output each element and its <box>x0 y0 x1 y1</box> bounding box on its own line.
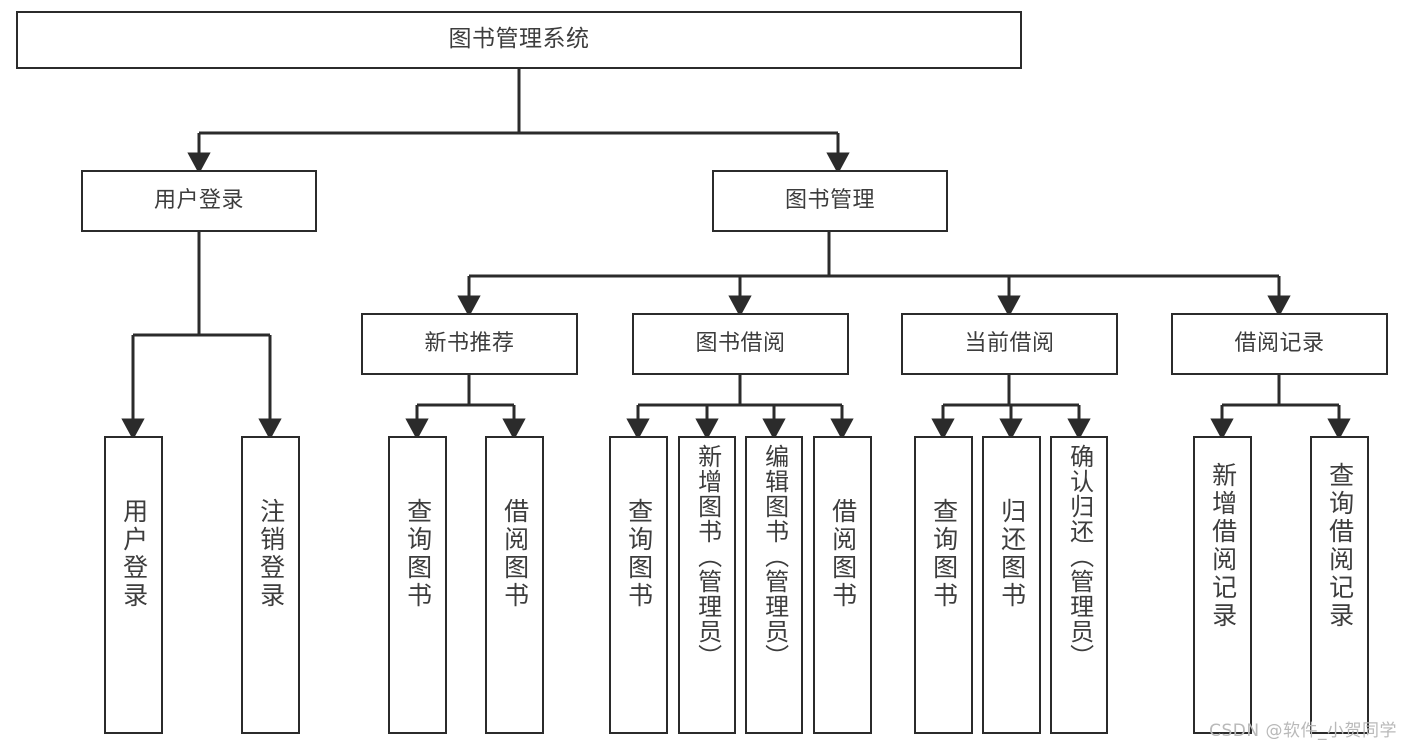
node-borrow-record-label: 借阅记录 <box>1234 330 1325 356</box>
node-new-book-rec-label: 新书推荐 <box>424 330 515 356</box>
node-user-login[interactable]: 用户登录 <box>81 170 317 232</box>
leaf-edit-book-label: 编辑图书（管理员） <box>760 444 789 669</box>
leaf-add-record[interactable]: 新增借阅记录 <box>1193 436 1252 734</box>
node-book-manage-label: 图书管理 <box>784 187 875 213</box>
node-current-borrow[interactable]: 当前借阅 <box>901 313 1118 375</box>
leaf-query-record[interactable]: 查询借阅记录 <box>1310 436 1369 734</box>
node-root[interactable]: 图书管理系统 <box>16 11 1022 69</box>
leaf-confirm-return-label: 确认归还（管理员） <box>1065 444 1094 669</box>
node-book-manage[interactable]: 图书管理 <box>712 170 948 232</box>
leaf-query-book-1[interactable]: 查询图书 <box>388 436 447 734</box>
leaf-add-book[interactable]: 新增图书（管理员） <box>678 436 736 734</box>
leaf-borrow-book-2-label: 借阅图书 <box>828 498 858 610</box>
leaf-confirm-return[interactable]: 确认归还（管理员） <box>1050 436 1108 734</box>
node-book-borrow[interactable]: 图书借阅 <box>632 313 849 375</box>
leaf-return-book-label: 归还图书 <box>997 498 1027 610</box>
leaf-add-book-label: 新增图书（管理员） <box>693 444 722 669</box>
leaf-borrow-book-1[interactable]: 借阅图书 <box>485 436 544 734</box>
leaf-logout-login-label: 注销登录 <box>256 498 286 610</box>
leaf-query-book-3-label: 查询图书 <box>929 498 959 610</box>
leaf-logout-login[interactable]: 注销登录 <box>241 436 300 734</box>
node-borrow-record[interactable]: 借阅记录 <box>1171 313 1388 375</box>
node-book-borrow-label: 图书借阅 <box>695 330 786 356</box>
leaf-return-book[interactable]: 归还图书 <box>982 436 1041 734</box>
csdn-watermark: CSDN @软件_小贺同学 <box>1209 721 1397 741</box>
leaf-borrow-book-1-label: 借阅图书 <box>500 498 530 610</box>
leaf-query-book-3[interactable]: 查询图书 <box>914 436 973 734</box>
node-new-book-rec[interactable]: 新书推荐 <box>361 313 578 375</box>
leaf-query-book-1-label: 查询图书 <box>403 498 433 610</box>
leaf-user-login-label: 用户登录 <box>119 498 149 610</box>
leaf-edit-book[interactable]: 编辑图书（管理员） <box>745 436 803 734</box>
node-current-borrow-label: 当前借阅 <box>964 330 1055 356</box>
leaf-query-book-2-label: 查询图书 <box>624 498 654 610</box>
leaf-add-record-label: 新增借阅记录 <box>1208 462 1238 630</box>
leaf-query-record-label: 查询借阅记录 <box>1325 462 1355 630</box>
leaf-user-login[interactable]: 用户登录 <box>104 436 163 734</box>
node-root-label: 图书管理系统 <box>448 26 590 53</box>
leaf-borrow-book-2[interactable]: 借阅图书 <box>813 436 872 734</box>
node-user-login-label: 用户登录 <box>153 187 244 213</box>
leaf-query-book-2[interactable]: 查询图书 <box>609 436 668 734</box>
